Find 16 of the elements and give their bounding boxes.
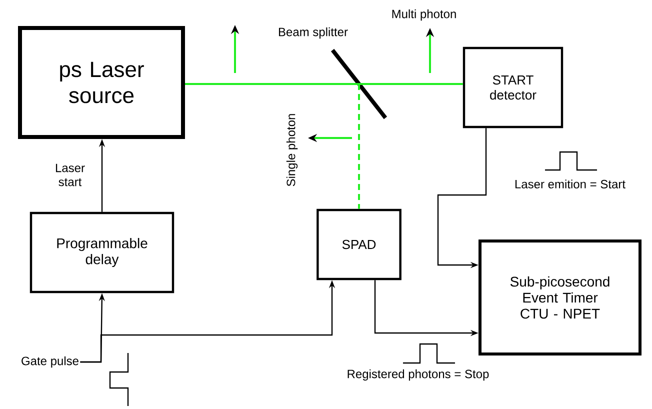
text-label: Single photon [286, 114, 298, 186]
process-box: Sub-picosecond Event Timer CTU - NPET [478, 240, 642, 356]
edge-label: Laser emition = Start [515, 180, 626, 188]
beam-splitter [330, 48, 388, 120]
text-label: Gate pulse [22, 356, 78, 368]
edge-label: Laser start [56, 164, 85, 186]
text-label: Multi photon [392, 9, 456, 21]
process-box: ps Laser source [18, 26, 185, 139]
process-box: Programmable delay [30, 212, 174, 294]
edge-label: Registered photons = Stop [348, 369, 489, 381]
connector [185, 83, 359, 85]
process-box: SPAD [316, 208, 402, 280]
beside-label: Beam splitter [278, 27, 348, 39]
connector [359, 83, 463, 85]
connector [358, 84, 360, 209]
process-box: START detector [462, 46, 564, 128]
